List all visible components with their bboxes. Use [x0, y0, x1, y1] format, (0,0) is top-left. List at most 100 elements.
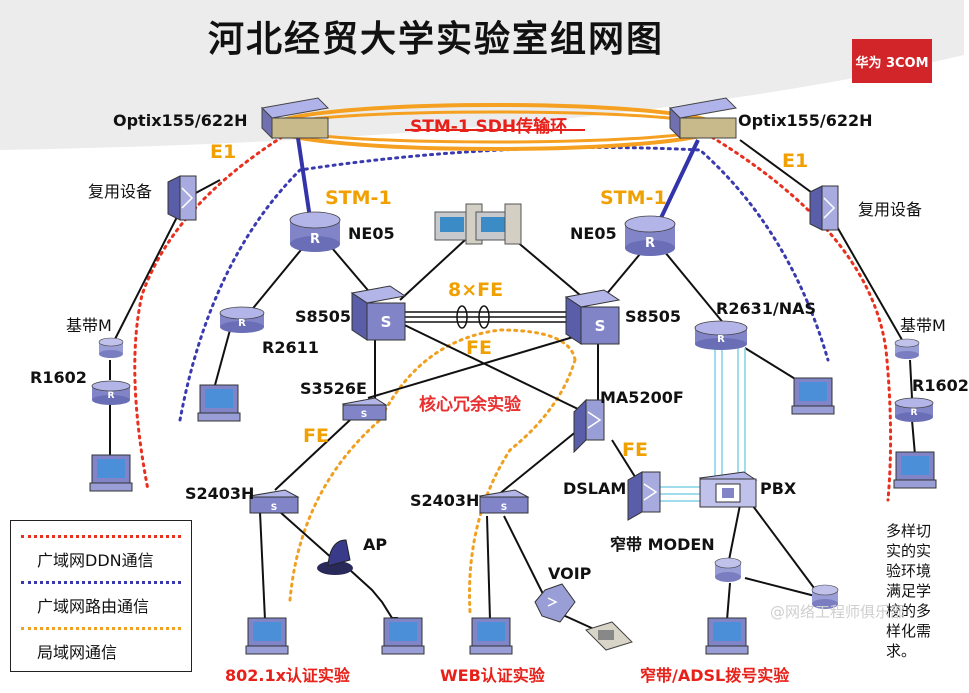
header-band — [0, 0, 964, 150]
watermark: @网络工程师俱乐部 — [770, 603, 906, 621]
label-ne05-left: NE05 — [348, 224, 395, 243]
label-optix-right: Optix155/622H — [738, 111, 873, 130]
label-stm1-left: STM-1 — [325, 187, 392, 209]
pc-r1602-left-icon — [89, 454, 133, 492]
svg-text:R: R — [108, 391, 115, 401]
s2403h-left-switch-icon: S — [248, 489, 300, 514]
label-modem: 窄带 MODEN — [610, 535, 715, 554]
pc-web-icon — [469, 617, 513, 655]
legend-line-ddn — [21, 535, 181, 538]
label-s2403h-mid: S2403H — [410, 491, 480, 510]
router-r1602-left-icon: R — [91, 380, 131, 405]
pc-r2611-icon — [197, 384, 241, 422]
pc-wireless-icon — [381, 617, 425, 655]
label-exp-adsl: 窄带/ADSL拨号实验 — [640, 666, 790, 685]
label-stm1-right: STM-1 — [600, 187, 667, 209]
legend-label-lan: 局域网通信 — [37, 643, 118, 662]
lan-path-left — [288, 328, 577, 602]
label-r1602-right: R1602 — [912, 376, 969, 395]
legend: 广域网DDN通信 广域网路由通信 局域网通信 — [10, 520, 192, 672]
pc-8021x-icon — [245, 617, 289, 655]
svg-text:S: S — [381, 313, 392, 331]
s8505-left-switch-icon: S — [350, 285, 407, 341]
legend-line-lan — [21, 627, 181, 630]
label-s8505-left: S8505 — [295, 307, 352, 326]
svg-text:S: S — [271, 503, 277, 513]
page-title: 河北经贸大学实验室组网图 — [208, 19, 665, 60]
s3526e-switch-icon: S — [341, 397, 388, 421]
router-ne05-right-icon: R — [624, 215, 676, 256]
router-r2631-icon: R — [694, 320, 748, 350]
pc-r1602-right-icon — [893, 451, 937, 489]
access-point-icon — [317, 539, 353, 575]
label-s3526e: S3526E — [300, 379, 367, 398]
legend-line-routing — [21, 581, 181, 584]
server-left-icon — [434, 203, 483, 245]
svg-text:R: R — [717, 334, 725, 345]
mux-left-icon — [167, 175, 197, 221]
label-ne05-right: NE05 — [570, 224, 617, 243]
server-right-icon — [475, 203, 522, 245]
pbx-icon — [698, 471, 758, 508]
label-r2611: R2611 — [262, 338, 319, 357]
svg-text:R: R — [645, 236, 655, 251]
label-pbx: PBX — [760, 479, 797, 498]
label-e1-right: E1 — [782, 150, 809, 172]
label-r2631: R2631/NAS — [716, 299, 816, 318]
baseband-modem-right-icon — [894, 338, 920, 359]
pc-adsl-icon — [705, 617, 749, 655]
label-8xfe: 8×FE — [448, 279, 504, 301]
label-mux-left: 复用设备 — [88, 182, 153, 201]
label-dslam: DSLAM — [563, 479, 627, 498]
ma5200f-icon — [573, 398, 605, 454]
stm-link-right — [658, 139, 700, 221]
label-s2403h-left: S2403H — [185, 484, 255, 503]
label-r1602-left: R1602 — [30, 368, 87, 387]
narrowband-modem-icon — [714, 557, 742, 582]
ip-phone-icon — [585, 621, 633, 651]
lan-path-mid — [468, 358, 577, 614]
label-mux-right: 复用设备 — [858, 200, 923, 219]
router-r1602-right-icon: R — [894, 397, 934, 422]
ring-label: STM-1 SDH传输环 — [410, 117, 568, 137]
voip-gateway-icon — [534, 583, 576, 623]
label-core-redundancy: 核心冗余实验 — [419, 395, 521, 415]
baseband-modem-left-icon — [98, 337, 124, 358]
fe-trunk — [400, 311, 572, 323]
svg-text:S: S — [595, 317, 606, 335]
svg-text:R: R — [310, 232, 320, 247]
pc-r2631-icon — [791, 377, 835, 415]
ddn-path-right — [698, 128, 893, 502]
dslam-icon — [627, 471, 661, 521]
legend-label-routing: 广域网路由通信 — [37, 597, 150, 616]
s2403h-mid-switch-icon: S — [478, 489, 530, 514]
svg-text:R: R — [238, 318, 246, 329]
label-baseband-left: 基带M — [66, 316, 112, 335]
optix-right-device — [668, 97, 738, 140]
optix-left-device — [260, 97, 330, 140]
label-ma5200f: MA5200F — [600, 388, 684, 407]
label-ap: AP — [363, 535, 388, 554]
label-exp-8021x: 802.1x认证实验 — [225, 666, 350, 685]
router-ne05-left-icon: R — [289, 211, 341, 252]
side-note: 多样切实的实验环境满足学校的多样化需求。 — [886, 522, 932, 660]
label-fe-right: FE — [622, 439, 648, 461]
cyan-links — [660, 348, 746, 502]
routing-path — [178, 146, 830, 422]
brand-logo: 华为 3COM — [852, 39, 932, 83]
trunk-marker-a — [456, 305, 468, 329]
legend-label-ddn: 广域网DDN通信 — [37, 551, 154, 570]
s8505-right-switch-icon: S — [564, 289, 621, 345]
label-s8505-right: S8505 — [625, 307, 682, 326]
label-voip: VOIP — [548, 564, 592, 583]
mux-right-icon — [809, 185, 839, 231]
svg-text:R: R — [911, 408, 918, 418]
label-e1-left: E1 — [210, 141, 237, 163]
label-optix-left: Optix155/622H — [113, 111, 248, 130]
label-fe-left: FE — [303, 425, 329, 447]
ddn-path-left — [133, 124, 302, 492]
svg-text:S: S — [501, 503, 507, 513]
phone-router-icon — [811, 584, 839, 609]
